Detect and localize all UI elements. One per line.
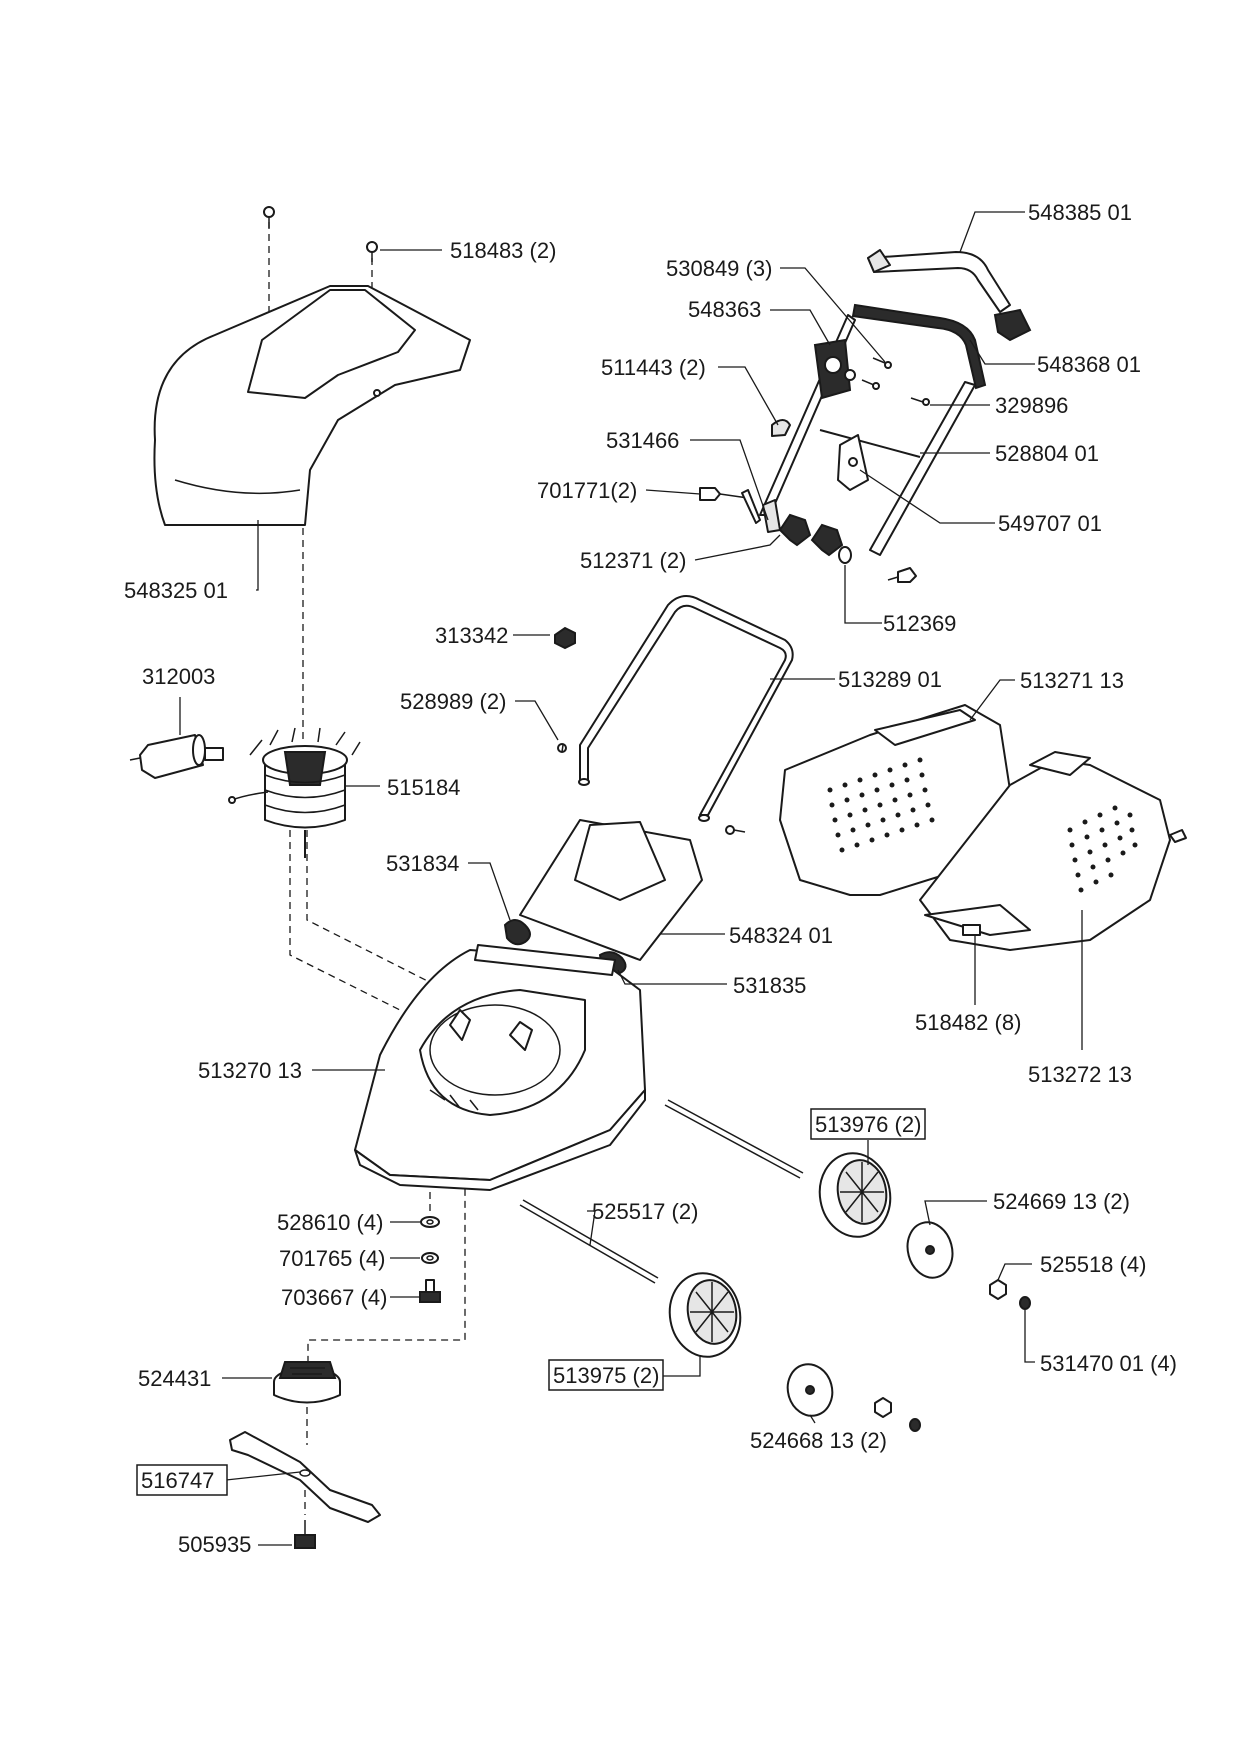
part-label-518482: 518482 (8) [915,1010,1021,1035]
bolt-701771 [699,487,781,533]
bolt-703667 [419,1279,441,1303]
part-label-513272-13: 513272 13 [1028,1062,1132,1087]
part-label-513271-13: 513271 13 [1020,668,1124,693]
part-label-512369: 512369 [883,611,956,636]
part-label-312003: 312003 [142,664,215,689]
part-label-513289-01: 513289 01 [838,667,942,692]
part-label-511443: 511443 (2) [601,355,706,380]
lever-511443 [771,419,791,437]
part-label-513975: 513975 (2) [553,1363,659,1388]
bracket-549707 [837,434,869,491]
screw-528989 [557,743,746,835]
part-label-531834: 531834 [386,851,459,876]
cap-531470 [909,1296,1031,1432]
part-label-524668-13: 524668 13 (2) [750,1428,887,1453]
fan-524431 [273,1361,341,1404]
part-label-548325-01: 548325 01 [124,578,228,603]
part-label-701765: 701765 (4) [279,1246,385,1271]
part-label-518483: 518483 (2) [450,238,556,263]
wheel-513975 [668,1272,742,1358]
part-label-531470-01: 531470 01 (4) [1040,1351,1177,1376]
screw-518482 [962,829,1187,936]
motor-hood-548325 [153,285,471,526]
upper-handle-548385 [867,249,1032,342]
part-label-531835: 531835 [733,973,806,998]
axle-525517 [519,1099,804,1284]
hubcap-524668 [786,1363,834,1417]
part-label-703667: 703667 (4) [281,1285,387,1310]
grass-box-bottom-513272 [919,751,1171,951]
part-label-329896: 329896 [995,393,1068,418]
screws-530849-329896 [861,357,930,406]
part-label-531466: 531466 [606,428,679,453]
part-label-528804-01: 528804 01 [995,441,1099,466]
part-label-548368-01: 548368 01 [1037,352,1141,377]
washer-701765 [421,1252,439,1264]
switch-bar-528804 [819,429,921,458]
part-label-530849: 530849 (3) [666,256,772,281]
part-label-524431: 524431 [138,1366,211,1391]
lower-handle-513289 [578,595,794,822]
part-label-525517: 525517 (2) [592,1199,698,1224]
washer-528610 [420,1216,440,1228]
part-label-525518: 525518 (4) [1040,1252,1146,1277]
part-label-516747: 516747 [141,1468,214,1493]
part-label-313342: 313342 [435,623,508,648]
washer-512369 [838,546,917,583]
part-label-515184: 515184 [387,775,460,800]
part-label-505935: 505935 [178,1532,251,1557]
part-label-512371: 512371 (2) [580,548,686,573]
grass-box-top-513271 [779,704,1011,896]
deck-513270 [354,944,646,1191]
part-label-513976: 513976 (2) [815,1112,921,1137]
blade-516747 [229,1431,381,1523]
part-label-528610: 528610 (4) [277,1210,383,1235]
flap-548324 [519,819,703,961]
spring-531834 [503,919,531,946]
part-label-701771: 701771(2) [537,478,637,503]
part-label-548324-01: 548324 01 [729,923,833,948]
part-label-528989: 528989 (2) [400,689,506,714]
nut-525518 [874,1279,1007,1418]
boxed-label-frames [136,1108,926,1496]
knob-512371 [778,513,844,557]
nut-313342 [554,626,576,650]
part-label-548363: 548363 [688,297,761,322]
bolt-505935 [294,1520,316,1549]
part-label-548385-01: 548385 01 [1028,200,1132,225]
motor-515184 [228,727,361,858]
capacitor-312003 [129,734,224,779]
wheel-513976 [818,1152,892,1238]
part-label-549707-01: 549707 01 [998,511,1102,536]
screw-518483 [263,206,378,262]
part-label-513270-13: 513270 13 [198,1058,302,1083]
leader-lines [179,211,1083,1546]
hubcap-524669 [906,1221,954,1279]
part-labels: 548385 01 518483 (2) 530849 (3) 548363 5… [124,200,1177,1557]
cable-clamp-548363 [813,338,856,400]
handle-grip-548368 [851,303,987,390]
part-label-524669-13: 524669 13 (2) [993,1189,1130,1214]
